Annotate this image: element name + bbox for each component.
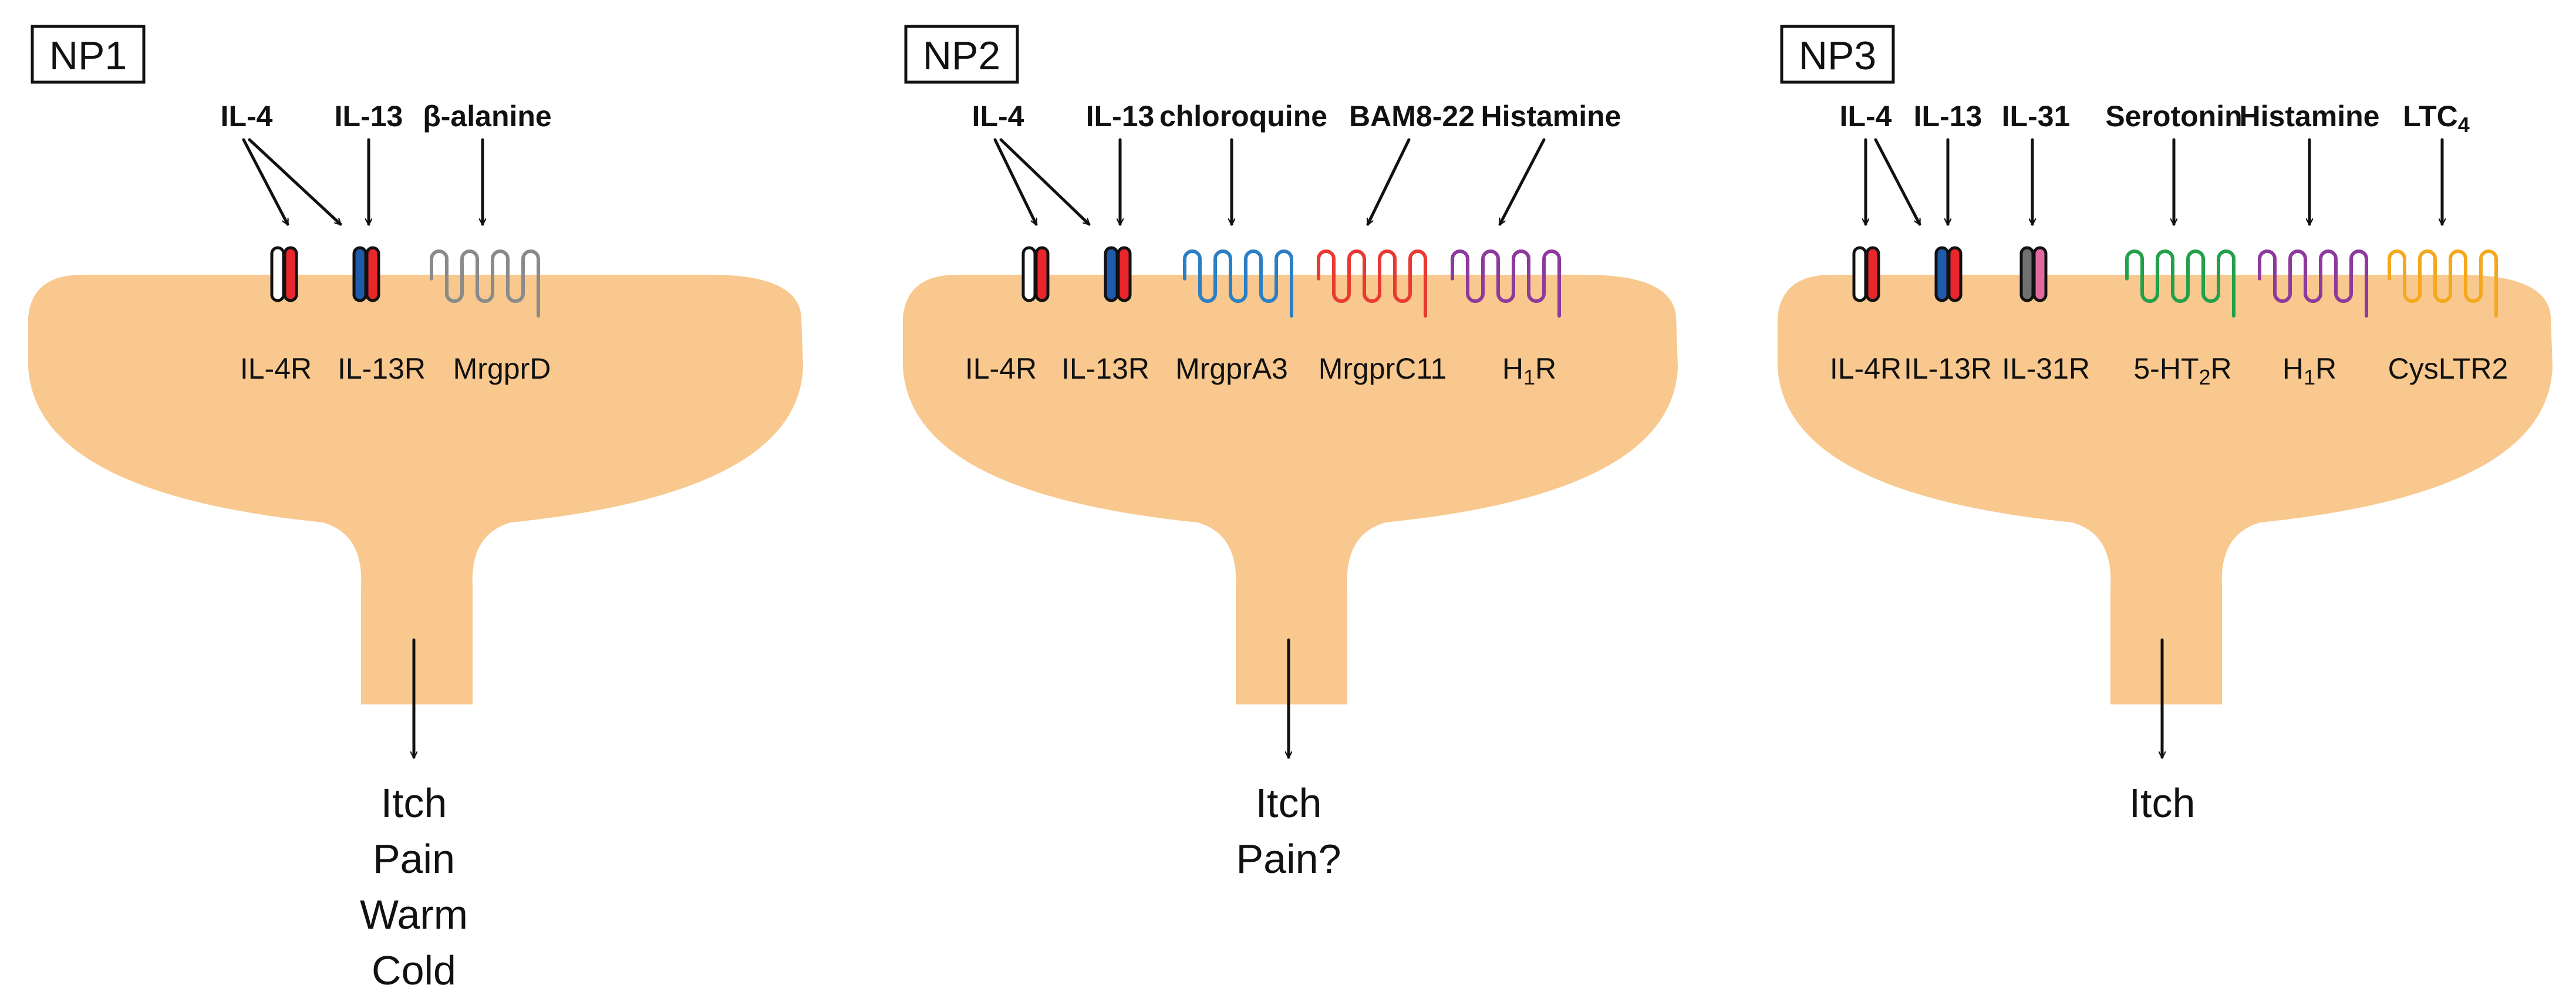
ligand-label: Histamine: [2240, 100, 2380, 133]
panel-label: NP3: [1799, 33, 1876, 78]
ligand-label: IL-4: [1840, 100, 1892, 133]
cysltr2-receptor: [2388, 249, 2498, 318]
mrgprd-receptor: [430, 249, 540, 318]
ligand-label: chloroquine: [1159, 100, 1327, 133]
ligand-label: Serotonin: [2105, 100, 2242, 133]
ligand-label: IL-4: [972, 100, 1024, 133]
panel-np1: NP1 IL-4 IL-13 β-alanine IL-4R IL-13R Mr…: [28, 25, 803, 993]
receptor-label-suffix: R: [2315, 352, 2336, 385]
receptor-label-subscript: 1: [2304, 365, 2315, 389]
receptor-subunit: [2019, 246, 2035, 302]
ligand-label: Histamine: [1481, 100, 1621, 133]
outcome-label: Itch: [381, 780, 447, 826]
receptor-label: IL-13R: [338, 352, 426, 385]
receptor-label-subscript: 2: [2199, 365, 2210, 389]
receptor-label: IL-4R: [965, 352, 1037, 385]
receptor-subunit: [1947, 246, 1963, 302]
ht2r-receptor: [2125, 249, 2236, 318]
neuron-body: [903, 275, 1678, 704]
neuron-body: [28, 275, 803, 704]
outcome-label: Cold: [372, 947, 456, 993]
receptor-label: IL-31R: [2002, 352, 2090, 385]
arrow: [999, 138, 1091, 226]
receptor-subunit: [365, 246, 380, 302]
il13r-receptor: [1934, 246, 1963, 302]
receptor-label-suffix: R: [2211, 352, 2232, 385]
receptor-subunit: [283, 246, 298, 302]
arrow: [993, 138, 1038, 224]
receptor-label: MrgprD: [453, 352, 551, 385]
panel-np3: NP3 IL-4 IL-13 IL-31 Serotonin Histamine…: [1778, 25, 2553, 826]
panel-label-box: [1780, 25, 1895, 84]
arrow: [1366, 138, 1411, 224]
receptor-label-main: H: [1502, 352, 1523, 385]
receptor-subunit: [1104, 246, 1119, 302]
ligand-label: LTC4: [2403, 100, 2470, 137]
outcome-label: Pain: [373, 836, 455, 882]
ligand-label: IL-13: [335, 100, 403, 133]
receptor-label-main: H: [2282, 352, 2304, 385]
receptor-subunit: [2032, 246, 2048, 302]
receptor-label: IL-4R: [240, 352, 312, 385]
ligand-label-subscript: 4: [2458, 113, 2470, 137]
mrgpra3-receptor: [1183, 249, 1293, 318]
ligand-label: IL-4: [221, 100, 273, 133]
receptor-subunit: [352, 246, 367, 302]
receptor-label-main: 5-HT: [2133, 352, 2199, 385]
arrow: [248, 138, 342, 226]
panel-label-box: [31, 25, 146, 84]
il4r-receptor: [270, 246, 298, 302]
panel-np2: NP2 IL-4 IL-13 chloroquine BAM8-22 Hista…: [903, 25, 1678, 882]
arrow: [242, 138, 289, 224]
receptor-subunit: [1852, 246, 1867, 302]
panel-label-box: [904, 25, 1019, 84]
h1r-receptor: [1451, 249, 1561, 318]
ligand-label: BAM8-22: [1349, 100, 1475, 133]
receptor-label: H1R: [1502, 352, 1556, 389]
outcome-label: Itch: [1256, 780, 1322, 826]
arrow: [1498, 138, 1546, 224]
il13r-receptor: [1104, 246, 1132, 302]
receptor-label: IL-13R: [1061, 352, 1149, 385]
receptor-label: MrgprC11: [1319, 352, 1447, 385]
outcome-label: Warm: [360, 892, 468, 937]
receptor-label: MrgprA3: [1175, 352, 1288, 385]
il4r-receptor: [1021, 246, 1050, 302]
panel-label: NP2: [923, 33, 1000, 78]
arrow: [1874, 138, 1921, 224]
ligand-label: IL-13: [1086, 100, 1155, 133]
receptor-label: IL-13R: [1904, 352, 1992, 385]
receptor-label: IL-4R: [1830, 352, 1901, 385]
receptor-subunit: [1021, 246, 1037, 302]
h1r-receptor: [2258, 249, 2368, 318]
receptor-subunit: [270, 246, 285, 302]
il31r-receptor: [2019, 246, 2048, 302]
receptor-label-suffix: R: [1535, 352, 1556, 385]
il4r-receptor: [1852, 246, 1880, 302]
receptor-label: 5-HT2R: [2133, 352, 2231, 389]
neuron-body: [1778, 275, 2553, 704]
receptor-label: H1R: [2282, 352, 2336, 389]
receptor-subunit: [1034, 246, 1050, 302]
ligand-label: β-alanine: [423, 100, 551, 133]
il13r-receptor: [352, 246, 380, 302]
mrgprc11-receptor: [1317, 249, 1427, 318]
receptor-subunit: [1865, 246, 1880, 302]
receptor-subunit: [1934, 246, 1950, 302]
receptor-subunit: [1117, 246, 1132, 302]
ligand-label: IL-13: [1914, 100, 1982, 133]
receptor-label: CysLTR2: [2388, 352, 2508, 385]
ligand-label: IL-31: [2002, 100, 2071, 133]
ligand-label-main: LTC: [2403, 100, 2457, 133]
panel-label: NP1: [49, 33, 127, 78]
receptor-label-subscript: 1: [1523, 365, 1535, 389]
outcome-label: Pain?: [1236, 836, 1341, 882]
outcome-label: Itch: [2129, 780, 2196, 826]
